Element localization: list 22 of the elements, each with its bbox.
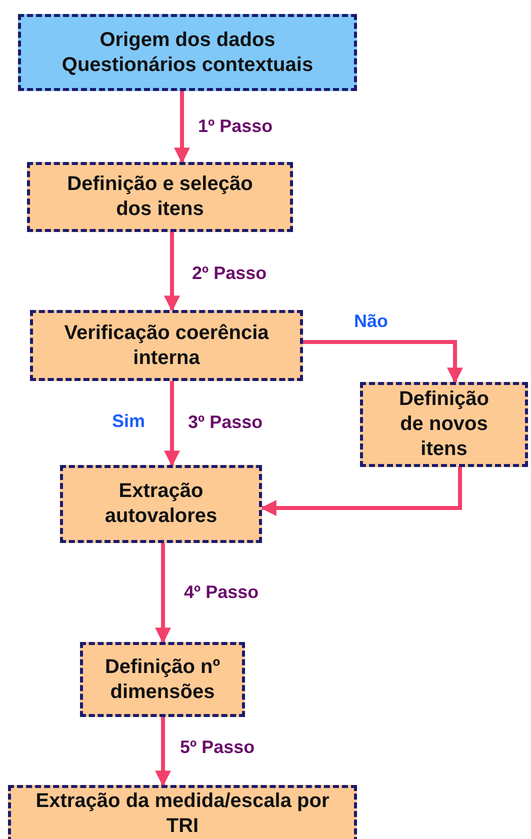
process-box [27, 162, 293, 232]
box-text: Definição nº dimensões [104, 654, 222, 704]
arrow [164, 232, 180, 312]
arrow [174, 91, 190, 164]
box-text: Definição e seleção dos itens [66, 172, 254, 222]
source-box [18, 14, 357, 91]
box-text: Verificação coerência interna [63, 320, 270, 370]
arrow [303, 340, 463, 384]
box-text: Origem dos dados [100, 28, 276, 52]
process-box [30, 310, 303, 381]
arrow [155, 543, 171, 644]
box-text: Extração da medida/escala por TRI [34, 789, 330, 839]
arrow [164, 381, 180, 467]
process-box [60, 465, 262, 543]
process-box [8, 785, 357, 839]
box-text: Extração autovalores [104, 479, 218, 529]
arrow [155, 717, 171, 787]
box-text: Definição de novos itens [398, 387, 490, 462]
process-box [360, 382, 528, 467]
box-text: Questionários contextuais [62, 52, 314, 78]
arrow [260, 467, 462, 516]
process-box [80, 642, 245, 717]
